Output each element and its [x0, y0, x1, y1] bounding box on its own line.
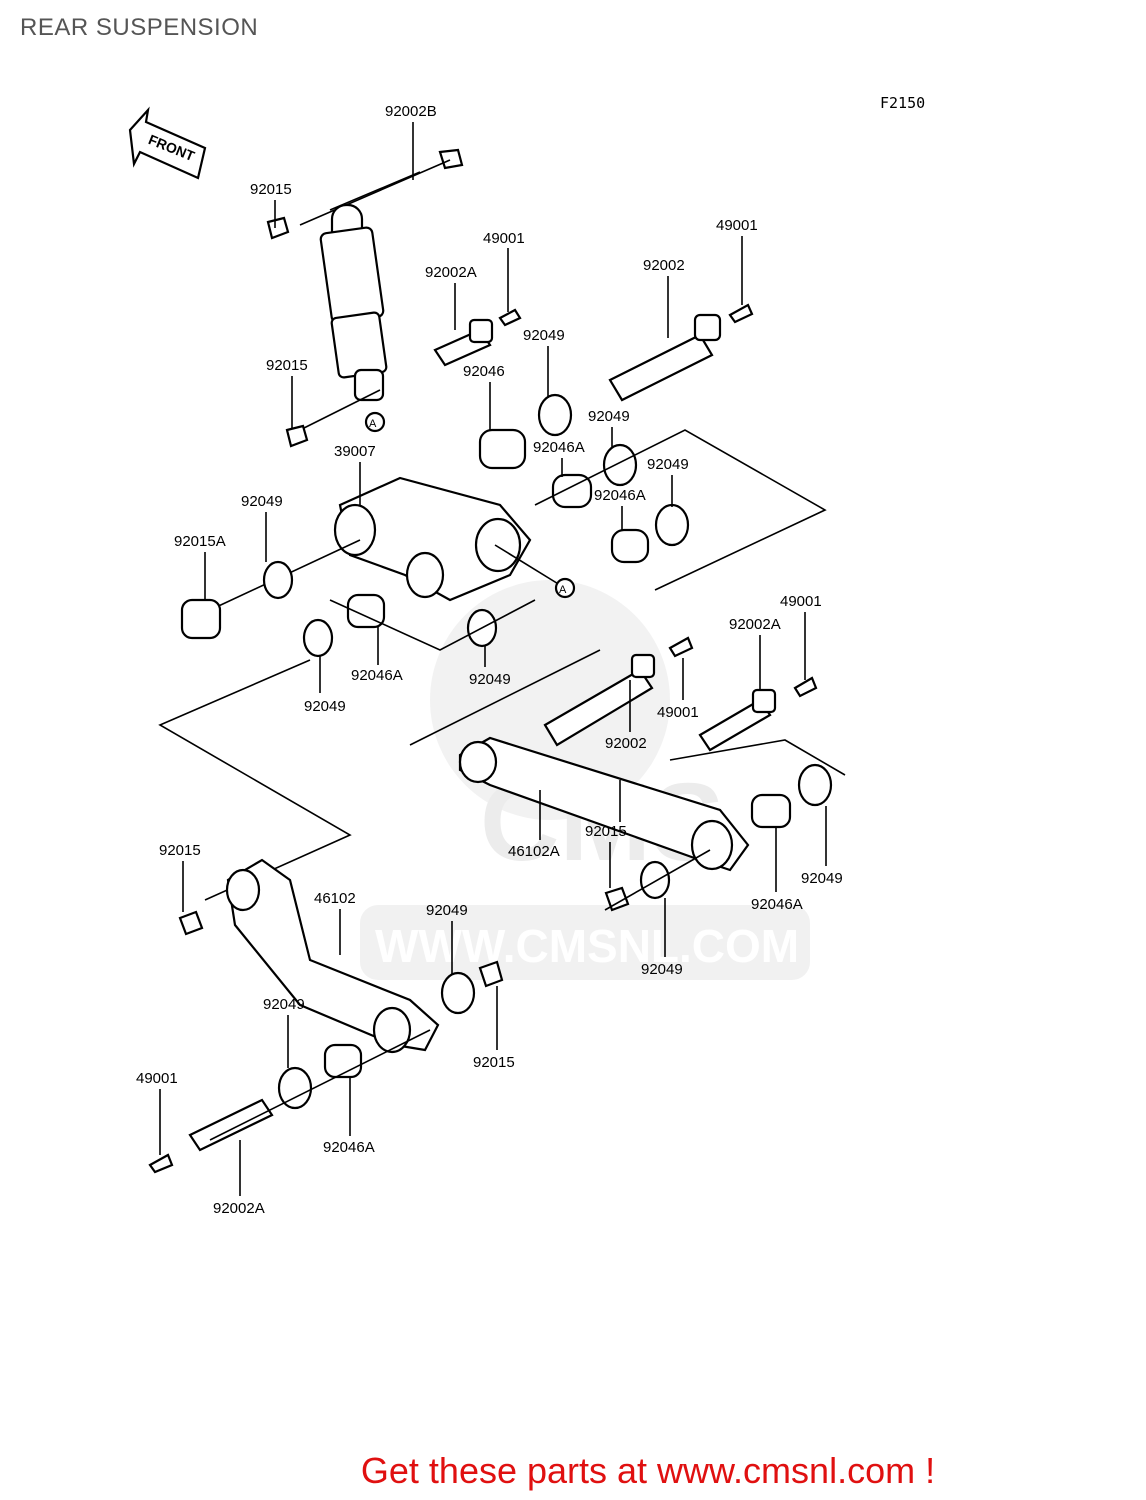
- label-92046: 92046: [463, 363, 505, 380]
- label-92002a-a: 92002A: [425, 264, 477, 281]
- label-92015-a: 92015: [250, 181, 292, 198]
- front-direction-arrow: FRONT: [128, 106, 207, 180]
- label-92049-j: 92049: [641, 961, 683, 978]
- page-title: REAR SUSPENSION: [20, 14, 259, 41]
- label-92046a-a: 92046A: [533, 439, 585, 456]
- label-92015-c: 92015: [585, 823, 627, 840]
- label-92002-a: 92002: [643, 257, 685, 274]
- label-49001-a: 49001: [483, 230, 525, 247]
- label-92046a-c: 92046A: [351, 667, 403, 684]
- upper-pivot-bolts: [433, 303, 754, 402]
- figure-ref: F2150: [880, 94, 925, 112]
- part-labels: 92002B 92015 49001 92002A 92002 49001 92…: [136, 103, 843, 1217]
- leader-lines: [159, 122, 827, 1196]
- label-92002a-c: 92002A: [213, 1200, 265, 1217]
- rocker-arm-drawing: A: [158, 476, 576, 901]
- label-92015-b: 92015: [266, 357, 308, 374]
- label-92049-b: 92049: [588, 408, 630, 425]
- label-92015-d: 92015: [159, 842, 201, 859]
- label-92002-b: 92002: [605, 735, 647, 752]
- label-92049-h: 92049: [801, 870, 843, 887]
- label-92002b: 92002B: [385, 103, 437, 120]
- label-92046a-b: 92046A: [594, 487, 646, 504]
- label-92015a: 92015A: [174, 533, 226, 550]
- label-92049-c: 92049: [647, 456, 689, 473]
- label-92015-e: 92015: [473, 1054, 515, 1071]
- label-92046a-d: 92046A: [751, 896, 803, 913]
- label-49001-e: 49001: [136, 1070, 178, 1087]
- label-92046a-e: 92046A: [323, 1139, 375, 1156]
- label-39007: 39007: [334, 443, 376, 460]
- callout-a-rocker: A: [559, 584, 567, 596]
- label-92049-d: 92049: [241, 493, 283, 510]
- label-92049-a: 92049: [523, 327, 565, 344]
- footer-link[interactable]: Get these parts at www.cmsnl.com !: [360, 1450, 936, 1491]
- tie-rod-46102-drawing: [148, 858, 504, 1174]
- callout-a-top: A: [369, 418, 377, 430]
- watermark-url: WWW.CMSNL.COM: [375, 920, 799, 972]
- label-49001-d: 49001: [657, 704, 699, 721]
- label-92049-f: 92049: [304, 698, 346, 715]
- upper-bushings: [478, 393, 827, 591]
- label-46102: 46102: [314, 890, 356, 907]
- exploded-parts-diagram: CMS WWW.CMSNL.COM FRONT F2150 A: [128, 94, 925, 1217]
- tie-rod-46102a-drawing: [409, 636, 846, 912]
- label-92049-i: 92049: [426, 902, 468, 919]
- label-92049-e: 92049: [469, 671, 511, 688]
- label-46102a: 46102A: [508, 843, 560, 860]
- label-92049-k: 92049: [263, 996, 305, 1013]
- shock-absorber-drawing: A: [266, 148, 464, 448]
- label-49001-b: 49001: [716, 217, 758, 234]
- label-49001-c: 49001: [780, 593, 822, 610]
- label-92002a-b: 92002A: [729, 616, 781, 633]
